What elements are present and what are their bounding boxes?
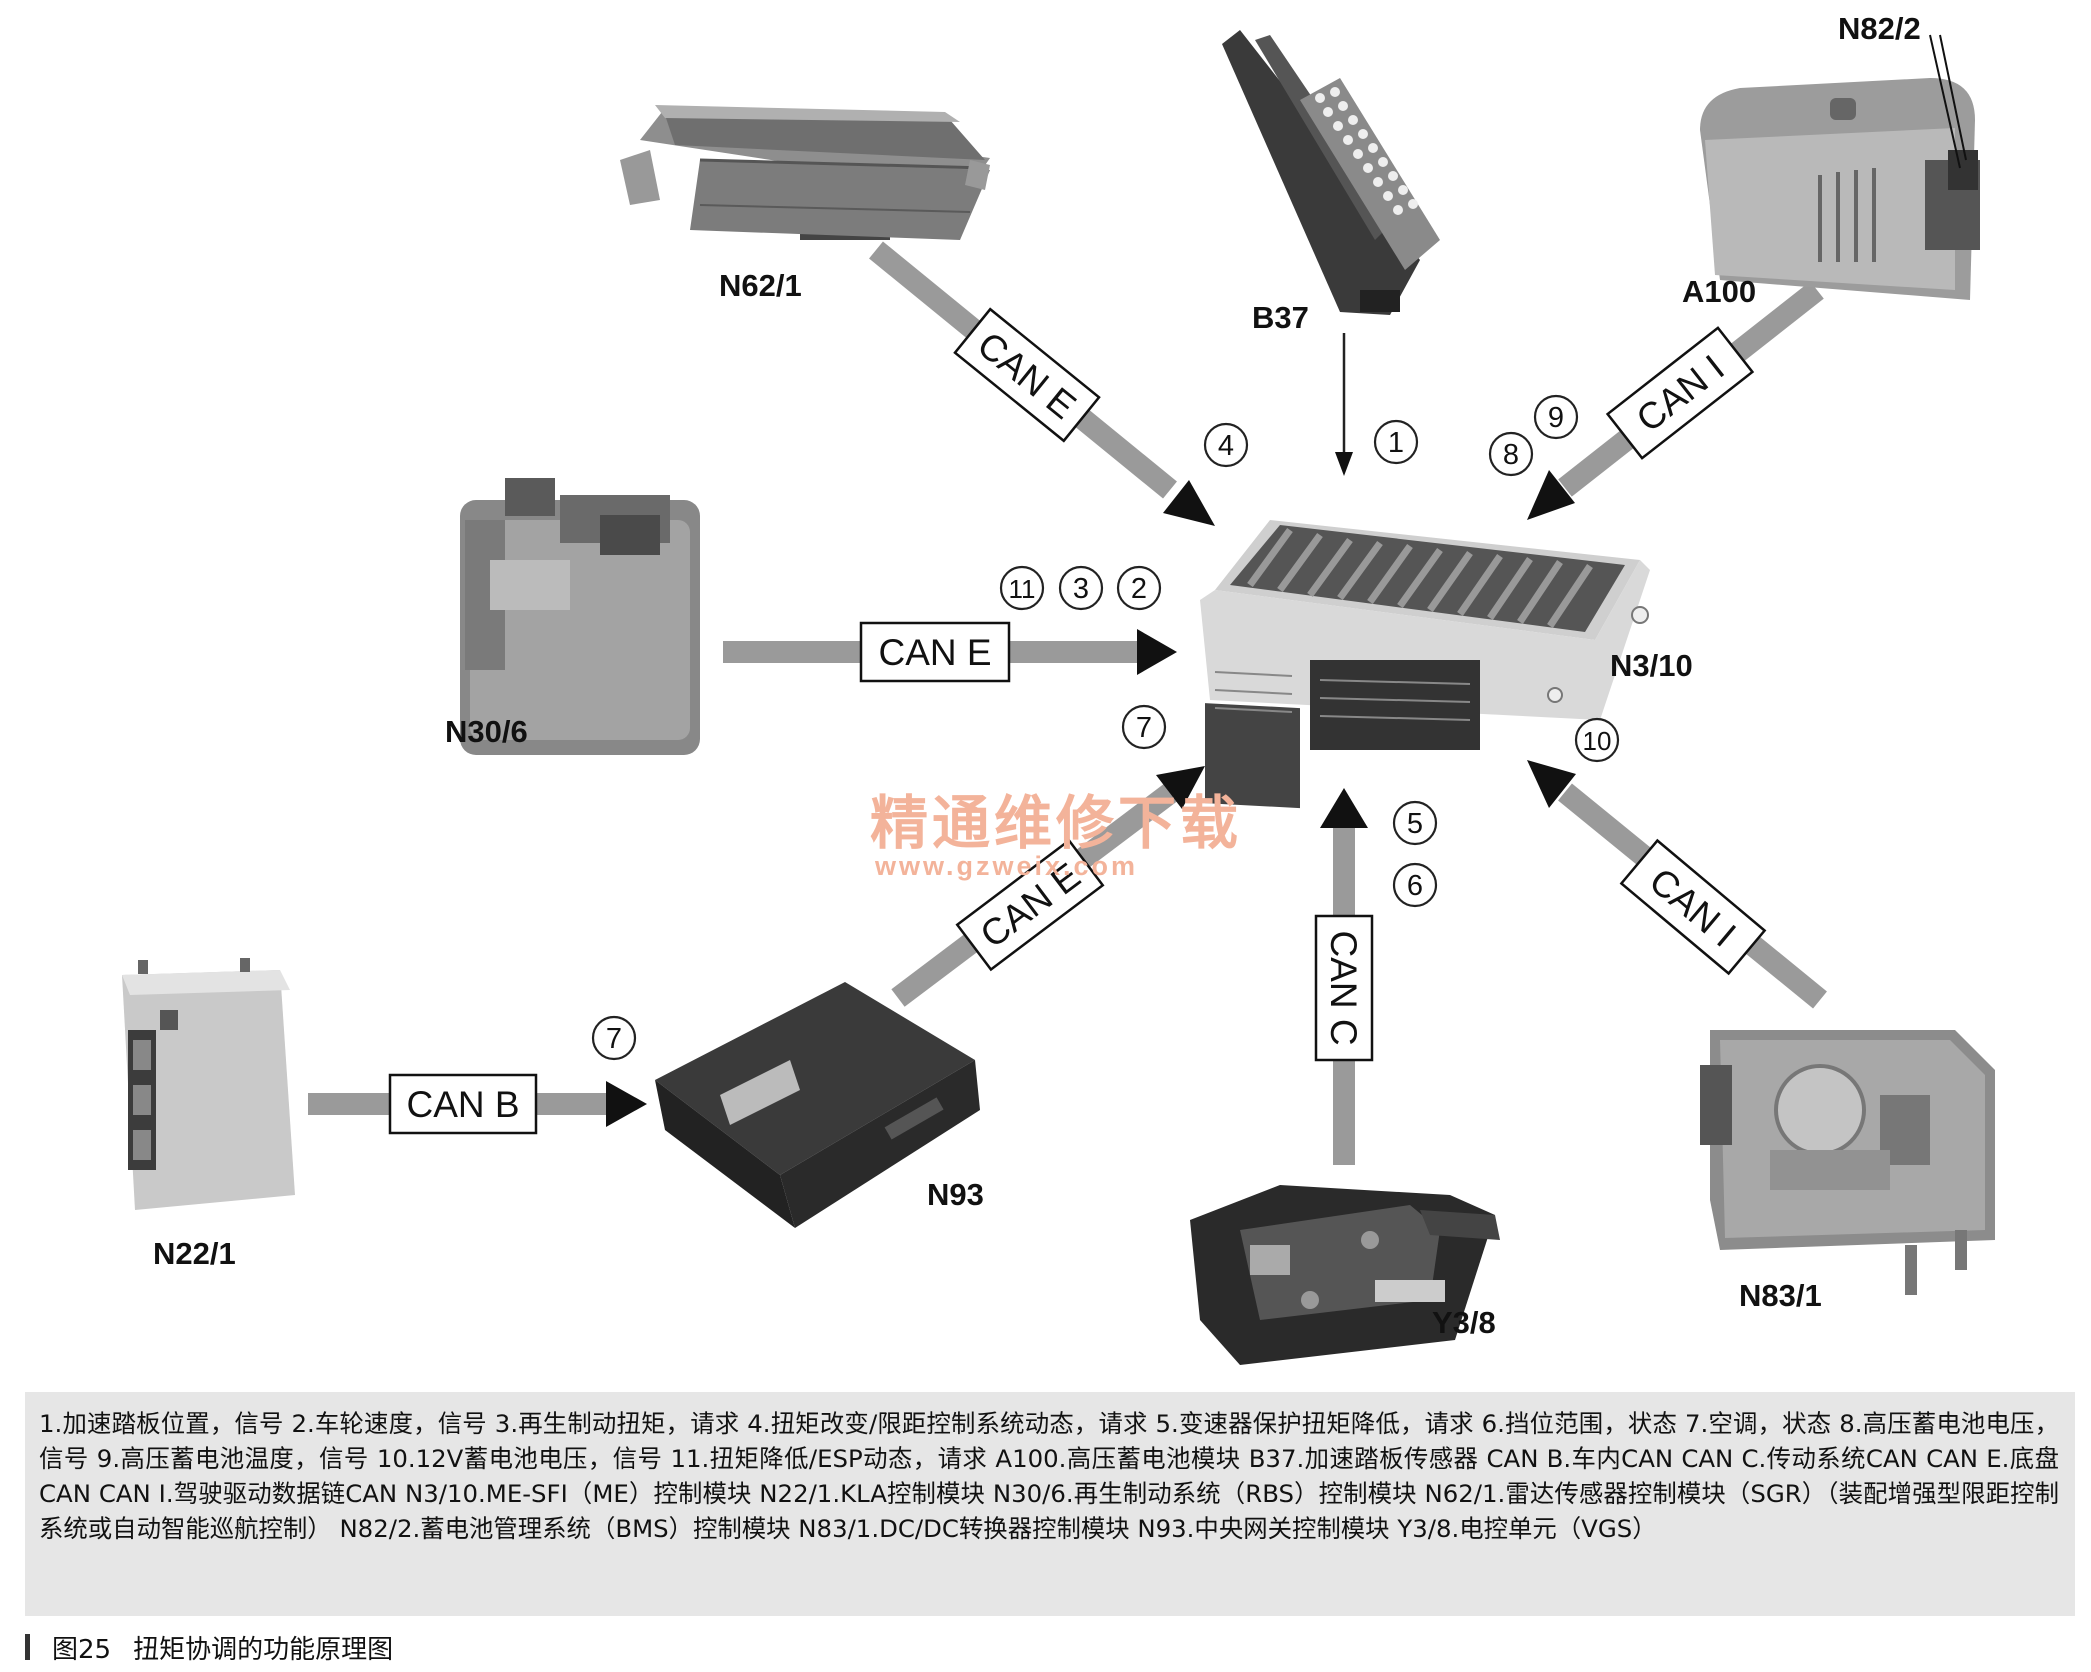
connector-b37: [1335, 333, 1353, 476]
signal-marker-8: 8: [1488, 431, 1534, 477]
caption-bar: [25, 1634, 30, 1660]
signal-marker-5: 5: [1392, 800, 1438, 846]
figure-title: 扭矩协调的功能原理图: [133, 1634, 394, 1665]
bus-label-can-b: CAN B: [388, 1073, 538, 1135]
signal-marker-text: 8: [1503, 439, 1519, 471]
legend-box: 1.加速踏板位置，信号 2.车轮速度，信号 3.再生制动扭矩，请求 4.扭矩改变…: [25, 1392, 2075, 1616]
a100-battery-image: [1700, 34, 1980, 300]
y3-8-unit-image: [1190, 1185, 1500, 1365]
label-n93: N93: [927, 1177, 984, 1212]
bus-label-can-i-bottom: CAN I: [1619, 838, 1767, 976]
signal-marker-text: 9: [1548, 402, 1564, 434]
label-y3-8: Y3/8: [1432, 1305, 1496, 1340]
label-n22-1: N22/1: [153, 1236, 236, 1271]
signal-marker-text: 6: [1407, 870, 1423, 902]
n93-module-image: [655, 982, 980, 1228]
bus-label-can-c: CAN C: [1314, 914, 1374, 1062]
signal-marker-text: 10: [1583, 726, 1612, 756]
signal-marker-text: 4: [1218, 430, 1234, 462]
torque-coordination-diagram: CAN E CAN I CAN E CAN E CAN B CAN C CAN …: [122, 11, 1995, 1365]
n30-6-module-image: [460, 478, 700, 755]
signal-marker-11: 11: [999, 565, 1045, 611]
bus-label-text: CAN C: [1323, 930, 1364, 1045]
legend-text: 1.加速踏板位置，信号 2.车轮速度，信号 3.再生制动扭矩，请求 4.扭矩改变…: [39, 1409, 2059, 1543]
signal-marker-text: 1: [1388, 427, 1404, 459]
signal-marker-text: 7: [1136, 712, 1152, 744]
signal-marker-7-can-b: 7: [591, 1015, 637, 1061]
watermark-url: www.gzweix.com: [874, 851, 1138, 881]
label-a100: A100: [1682, 274, 1756, 309]
signal-marker-2: 2: [1116, 565, 1162, 611]
label-n82-2: N82/2: [1838, 11, 1921, 46]
bus-label-can-e-mid: CAN E: [859, 621, 1011, 683]
n62-1-module-image: [620, 105, 990, 240]
signal-marker-text: 2: [1131, 573, 1147, 605]
signal-marker-6: 6: [1392, 862, 1438, 908]
bus-label-can-e-top: CAN E: [953, 307, 1101, 443]
n22-1-module-image: [122, 958, 295, 1210]
signal-marker-1: 1: [1373, 419, 1419, 465]
bus-label-text: CAN E: [878, 632, 991, 673]
label-n83-1: N83/1: [1739, 1278, 1822, 1313]
signal-marker-text: 7: [606, 1023, 622, 1055]
bus-label-text: CAN B: [406, 1084, 519, 1125]
figure-number: 图25: [52, 1634, 112, 1665]
signal-marker-3: 3: [1058, 565, 1104, 611]
label-n30-6: N30/6: [445, 714, 528, 749]
bus-label-can-i-top: CAN I: [1605, 326, 1755, 460]
signal-marker-7: 7: [1121, 704, 1167, 750]
n83-1-module-image: [1700, 1030, 1995, 1295]
label-n62-1: N62/1: [719, 268, 802, 303]
figure-caption: 图25 扭矩协调的功能原理图: [25, 1627, 393, 1667]
signal-marker-text: 5: [1407, 808, 1423, 840]
b37-pedal-image: [1222, 30, 1440, 315]
signal-marker-4: 4: [1203, 422, 1249, 468]
watermark-chinese: 精通维修下载: [870, 789, 1242, 857]
signal-marker-text: 3: [1073, 573, 1089, 605]
signal-marker-10: 10: [1574, 717, 1620, 763]
signal-marker-9: 9: [1533, 394, 1579, 440]
label-n3-10: N3/10: [1610, 648, 1693, 683]
label-b37: B37: [1252, 300, 1309, 335]
n3-10-module-image: [1200, 520, 1650, 809]
signal-marker-text: 11: [1009, 574, 1036, 604]
